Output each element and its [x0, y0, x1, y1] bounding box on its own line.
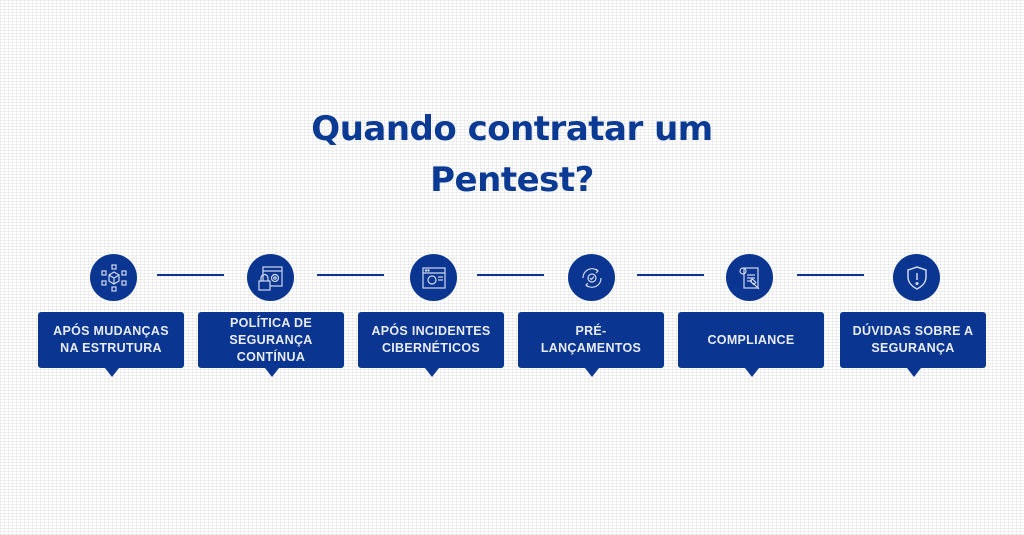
shield-alert-icon [893, 254, 940, 301]
network-structure-icon [90, 254, 137, 301]
security-policy-lock-gear-icon [247, 254, 294, 301]
cyber-incident-browser-icon [410, 254, 457, 301]
step-box-compliance: COMPLIANCE [678, 312, 824, 377]
step-box-security-doubts: DÚVIDAS SOBRE A SEGURANÇA [840, 312, 986, 377]
page-title-line-1: Quando contratar um [311, 109, 713, 149]
step-box-pre-launch: PRÉ- LANÇAMENTOS [518, 312, 664, 377]
page-title-line-2: Pentest? [430, 160, 594, 200]
step-box-security-policy: POLÍTICA DE SEGURANÇA CONTÍNUA [198, 312, 344, 377]
connector-line [797, 274, 864, 276]
compliance-clipboard-gavel-icon [726, 254, 773, 301]
connector-line [637, 274, 704, 276]
connector-line [477, 274, 544, 276]
step-box-structure-changes: APÓS MUDANÇAS NA ESTRUTURA [38, 312, 184, 377]
prelaunch-cycle-check-icon [568, 254, 615, 301]
connector-line [157, 274, 224, 276]
step-box-cyber-incidents: APÓS INCIDENTES CIBERNÉTICOS [358, 312, 504, 377]
connector-line [317, 274, 384, 276]
